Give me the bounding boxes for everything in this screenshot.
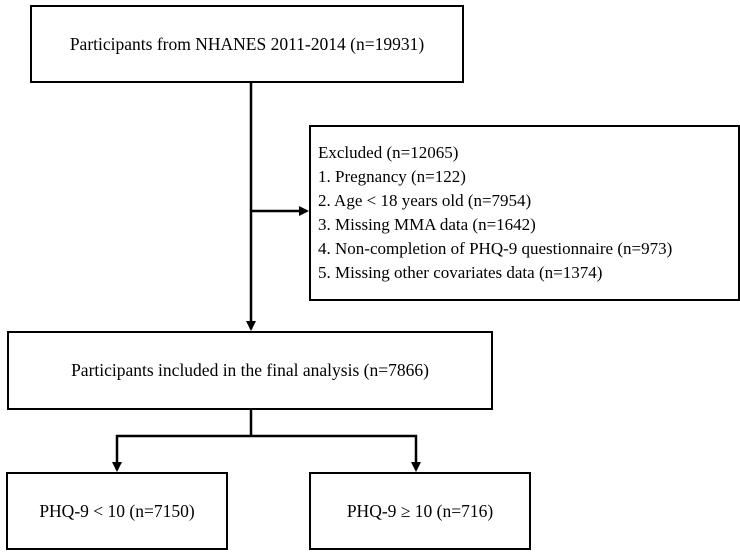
excluded-item-pregnancy: 1. Pregnancy (n=122) — [318, 167, 466, 186]
phq9-low-text: PHQ-9 < 10 (n=7150) — [39, 500, 195, 521]
excluded-item-age: 2. Age < 18 years old (n=7954) — [318, 191, 532, 210]
excluded-item-covariates: 5. Missing other covariates data (n=1374… — [318, 263, 603, 282]
final-analysis-box: Participants included in the final analy… — [7, 331, 493, 410]
excluded-title: Excluded (n=12065) — [318, 143, 459, 162]
excluded-box: Excluded (n=12065) 1. Pregnancy (n=122) … — [309, 125, 740, 301]
excluded-item-phq9: 4. Non-completion of PHQ-9 questionnaire… — [318, 239, 673, 258]
excluded-item-mma: 3. Missing MMA data (n=1642) — [318, 215, 536, 234]
final-analysis-text: Participants included in the final analy… — [71, 360, 429, 380]
phq9-low-box: PHQ-9 < 10 (n=7150) — [6, 472, 228, 550]
participants-nhanes-box: Participants from NHANES 2011-2014 (n=19… — [30, 5, 464, 83]
participants-nhanes-text: Participants from NHANES 2011-2014 (n=19… — [69, 33, 425, 54]
phq9-high-text: PHQ-9 ≥ 10 (n=716) — [346, 500, 494, 521]
phq9-high-box: PHQ-9 ≥ 10 (n=716) — [309, 472, 531, 550]
